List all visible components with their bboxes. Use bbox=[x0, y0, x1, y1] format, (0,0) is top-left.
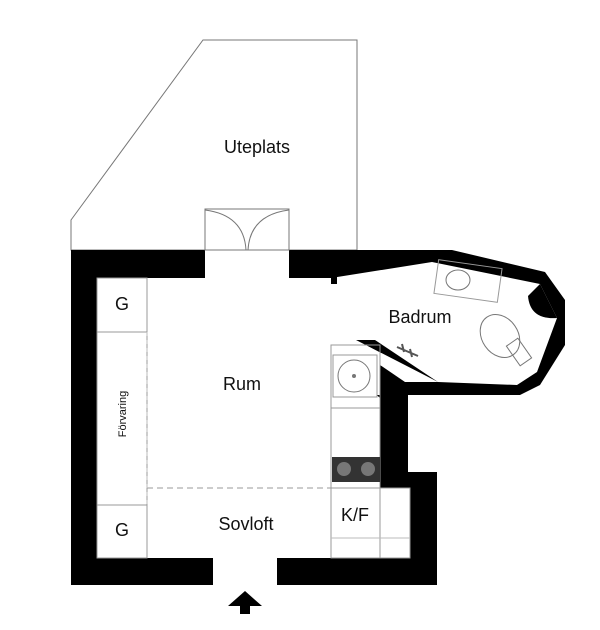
kitchen-unit bbox=[379, 487, 411, 559]
door-frame bbox=[204, 208, 290, 251]
kitchen-sink-icon bbox=[337, 359, 371, 393]
kitchen-drain-icon bbox=[352, 374, 356, 378]
faucet-icon bbox=[396, 343, 419, 358]
wall-bathroom-outer bbox=[331, 250, 565, 585]
patio-outline bbox=[70, 39, 358, 251]
label-storage: Förvaring bbox=[117, 391, 129, 437]
wall-top-right bbox=[289, 250, 331, 278]
entrance-arrow-icon bbox=[228, 591, 262, 614]
kitchen-sink-box bbox=[332, 354, 378, 398]
label-kitchen: K/F bbox=[341, 505, 369, 525]
bathroom-floor bbox=[331, 262, 557, 385]
wall-bathroom-partition bbox=[356, 340, 438, 488]
wall-left bbox=[71, 250, 97, 585]
label-bathroom: Badrum bbox=[388, 307, 451, 327]
storage-column bbox=[96, 277, 148, 559]
toilet-bowl-icon bbox=[479, 314, 521, 358]
wall-stub bbox=[331, 276, 337, 284]
label-patio: Uteplats bbox=[224, 137, 290, 157]
stove-burner-right-icon bbox=[361, 462, 375, 476]
kitchen-counter bbox=[330, 344, 381, 559]
stove-burner-left-icon bbox=[337, 462, 351, 476]
bath-sink-counter bbox=[433, 259, 503, 303]
label-loft: Sovloft bbox=[218, 514, 273, 534]
label-living: Rum bbox=[223, 374, 261, 394]
wall-bathroom-inner bbox=[331, 340, 438, 395]
door-leaf-left bbox=[204, 209, 247, 251]
toilet-tank-icon bbox=[505, 337, 533, 367]
wall-bottom-left bbox=[71, 558, 213, 585]
wall-top-left bbox=[71, 250, 205, 278]
door-leaf-right bbox=[247, 209, 290, 251]
wall-bottom-right bbox=[277, 558, 437, 585]
label-wardrobe-top: G bbox=[115, 294, 129, 314]
bath-sink-icon bbox=[445, 269, 471, 291]
label-wardrobe-bottom: G bbox=[115, 520, 129, 540]
shower-corner bbox=[528, 284, 557, 319]
